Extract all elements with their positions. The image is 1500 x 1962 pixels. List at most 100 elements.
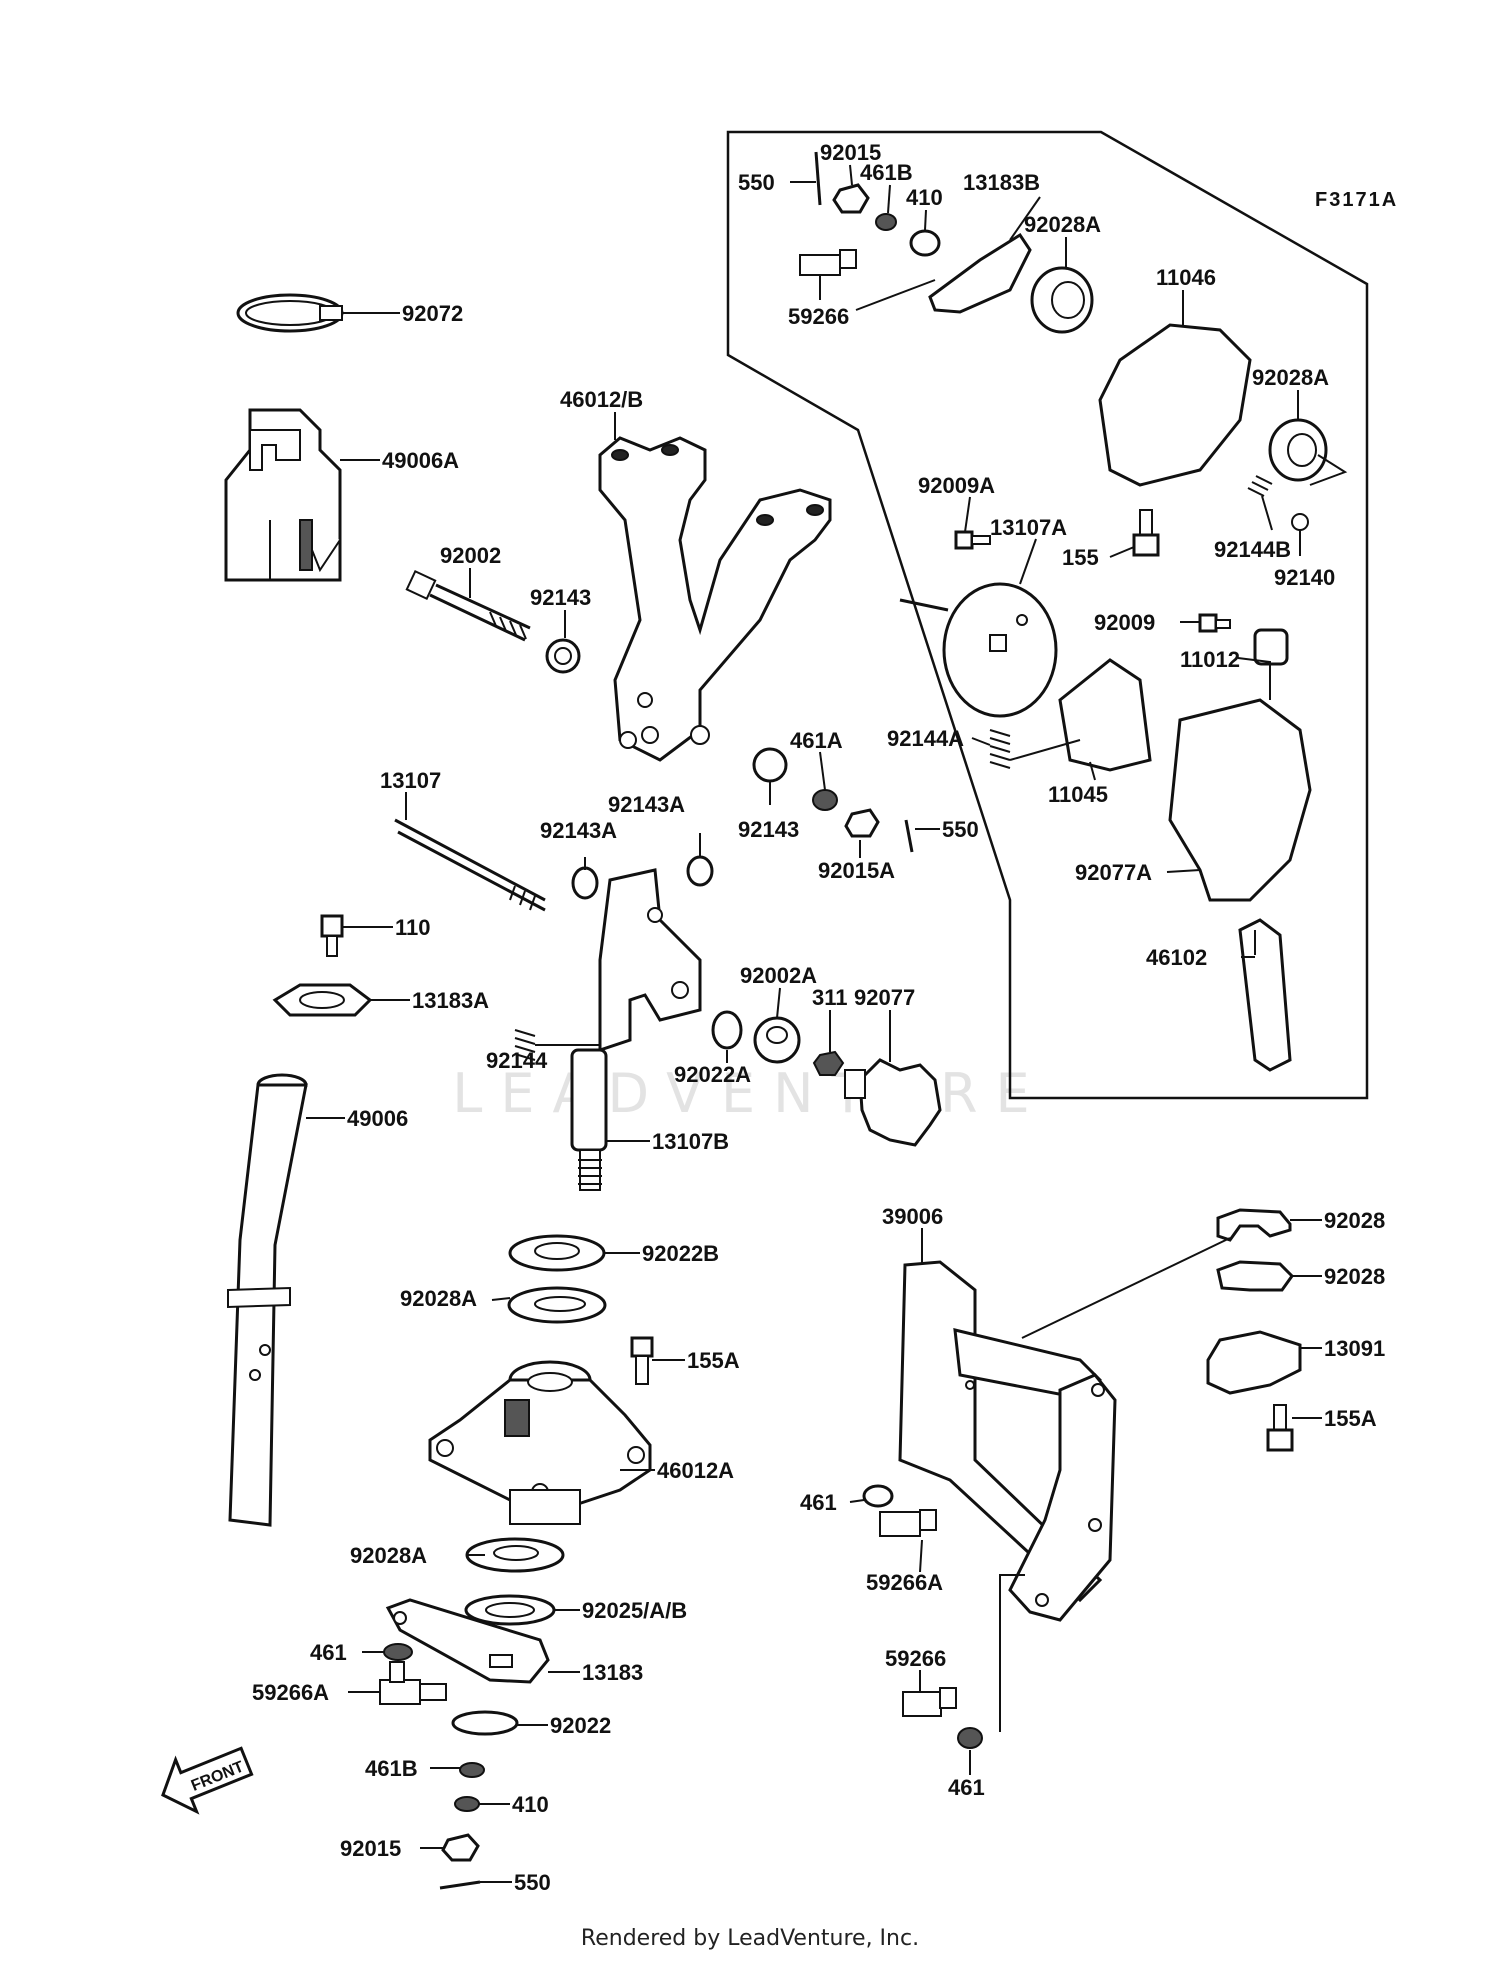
label-410-top: 410 xyxy=(906,185,943,210)
label-92028-top: 92028 xyxy=(1324,1208,1385,1233)
label-13107B: 13107B xyxy=(652,1129,729,1154)
part-nut-461A xyxy=(812,789,838,811)
part-nut-92002A xyxy=(753,1016,801,1064)
part-bolt-155A-b xyxy=(1266,1404,1294,1452)
part-nut-92015 xyxy=(441,1833,480,1862)
label-155A-mid: 155A xyxy=(687,1348,740,1373)
part-bushing-92143 xyxy=(545,638,581,674)
part-fitting-59266A-b xyxy=(879,1509,937,1537)
part-washer-461-b xyxy=(862,1484,894,1508)
label-46102: 46102 xyxy=(1146,945,1207,970)
part-bracket-46012B xyxy=(598,436,832,762)
part-bolt-155 xyxy=(1132,509,1160,557)
part-washer-92028A-b xyxy=(465,1537,565,1573)
label-410-bottom: 410 xyxy=(512,1792,549,1817)
part-clamp-ring-92072 xyxy=(236,293,344,333)
part-shaft-13107 xyxy=(394,818,546,912)
label-49006: 49006 xyxy=(347,1106,408,1131)
part-housing-11046 xyxy=(1098,323,1252,487)
part-labels: 92072 49006A 46012/B 92002 92143 550 920… xyxy=(252,140,1385,1895)
part-cotter-550-c xyxy=(904,819,914,853)
label-92009A: 92009A xyxy=(918,473,995,498)
label-13183B: 13183B xyxy=(963,170,1040,195)
part-washer-461 xyxy=(383,1643,413,1661)
footer-credit: Rendered by LeadVenture, Inc. xyxy=(580,1926,920,1951)
label-550-bottom: 550 xyxy=(514,1870,551,1895)
label-49006A: 49006A xyxy=(382,448,459,473)
label-92002A: 92002A xyxy=(740,963,817,988)
label-461-mid: 461 xyxy=(800,1490,837,1515)
label-59266A-left: 59266A xyxy=(252,1680,329,1705)
label-11046: 11046 xyxy=(1156,265,1216,290)
part-lock-461B-b xyxy=(875,213,897,231)
part-bushing-92028A-c xyxy=(1268,418,1328,482)
label-461-bottom: 461 xyxy=(948,1775,985,1800)
label-461-left: 461 xyxy=(310,1640,347,1665)
part-fitting-59266A xyxy=(379,1661,447,1705)
label-13183A: 13183A xyxy=(412,988,489,1013)
part-lock-461B xyxy=(459,1762,485,1778)
leader-lines xyxy=(306,164,1348,1883)
label-59266-right: 59266 xyxy=(885,1646,946,1671)
label-92028A-mid: 92028A xyxy=(400,1286,477,1311)
label-92077A: 92077A xyxy=(1075,860,1152,885)
label-11012: 11012 xyxy=(1180,647,1240,672)
part-tube-49006 xyxy=(227,1073,308,1527)
part-washer-92025 xyxy=(464,1594,556,1626)
part-arm-13183 xyxy=(385,1598,550,1684)
part-block-11012 xyxy=(1253,628,1289,666)
label-92028A-right: 92028A xyxy=(1252,365,1329,390)
label-92015-bottom: 92015 xyxy=(340,1836,401,1861)
part-bolt-155A xyxy=(630,1336,654,1385)
label-92028A-top: 92028A xyxy=(1024,212,1101,237)
label-311: 311 xyxy=(812,985,848,1010)
part-washer-92143A-b xyxy=(686,855,714,887)
label-46012A: 46012A xyxy=(657,1458,734,1483)
part-washer-92022B xyxy=(508,1234,606,1272)
part-nut-92015A xyxy=(844,808,880,838)
label-92077: 92077 xyxy=(854,985,915,1010)
part-screw-92009 xyxy=(1198,613,1231,633)
part-frame-39006 xyxy=(898,1260,1117,1622)
label-92072: 92072 xyxy=(402,301,463,326)
part-washer-461-c xyxy=(957,1727,983,1749)
label-92143A-left: 92143A xyxy=(540,818,617,843)
label-461B-bottom: 461B xyxy=(365,1756,418,1781)
label-46012B: 46012/B xyxy=(560,387,643,412)
label-92143A-right: 92143A xyxy=(608,792,685,817)
label-59266A-right: 59266A xyxy=(866,1570,943,1595)
label-92144: 92144 xyxy=(486,1048,548,1073)
part-bushing-92028A xyxy=(1030,266,1094,334)
label-92028-bottom: 92028 xyxy=(1324,1264,1385,1289)
part-steering-shaft-13107B xyxy=(570,868,702,1191)
part-bolt-92002 xyxy=(405,569,531,642)
part-fitting-59266 xyxy=(902,1687,957,1717)
part-housing-46012A xyxy=(428,1360,652,1525)
label-92022: 92022 xyxy=(550,1713,611,1738)
part-plate-13107A xyxy=(899,582,1058,718)
label-92028A-lower: 92028A xyxy=(350,1543,427,1568)
label-59266-top: 59266 xyxy=(788,304,849,329)
part-cover-92077A xyxy=(1168,698,1312,902)
part-cap-13091 xyxy=(1206,1330,1302,1395)
part-washer-410 xyxy=(454,1796,480,1812)
part-nut-92015-b xyxy=(832,183,870,214)
part-spring-92144 xyxy=(514,1029,536,1061)
label-13107A: 13107A xyxy=(990,515,1067,540)
label-92009: 92009 xyxy=(1094,610,1155,635)
part-spring-92144A xyxy=(989,729,1011,769)
label-155: 155 xyxy=(1062,545,1099,570)
label-92140: 92140 xyxy=(1274,565,1335,590)
diagram-code: F3171A xyxy=(1315,189,1398,211)
group-outline xyxy=(726,130,1369,1100)
part-washer-92022A xyxy=(711,1010,743,1050)
part-arm-13183B xyxy=(928,232,1032,314)
part-knob-92077 xyxy=(844,1058,942,1147)
label-550-top: 550 xyxy=(738,170,775,195)
label-92143: 92143 xyxy=(530,585,591,610)
label-92144B: 92144B xyxy=(1214,537,1291,562)
part-cotter-550 xyxy=(439,1880,481,1890)
label-92144A: 92144A xyxy=(887,726,964,751)
part-washer-410-b xyxy=(909,229,941,257)
label-39006: 39006 xyxy=(882,1204,943,1229)
